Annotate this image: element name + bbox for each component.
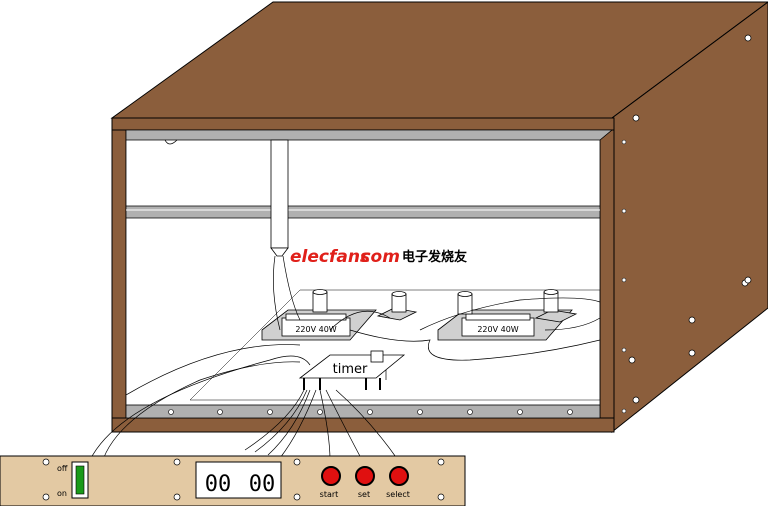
timer-display-left: 00 — [205, 472, 232, 497]
set-button-label: set — [358, 490, 370, 499]
cabinet-front-bottom-bar — [111, 417, 615, 433]
capacitor-2 — [376, 291, 418, 321]
control-panel-screws — [42, 458, 445, 501]
switch-on-label: on — [57, 489, 67, 498]
watermark-brand: elecfans — [290, 247, 370, 267]
capacitor-4 — [534, 289, 578, 323]
capacitor-3 — [457, 291, 473, 315]
timer-label: timer — [333, 362, 368, 377]
select-button-label: select — [386, 490, 410, 499]
side-panel-holes — [621, 139, 627, 414]
watermark-chinese: 电子发烧友 — [402, 249, 467, 265]
cabinet-front-right-post — [599, 117, 615, 433]
power-switch-toggle[interactable] — [75, 465, 85, 495]
cabinet-front-top-bar — [111, 117, 615, 131]
switch-off-label: off — [57, 464, 68, 473]
select-button[interactable] — [389, 466, 409, 486]
capacitor-1 — [312, 289, 328, 313]
side-panel-screws — [628, 34, 752, 404]
watermark-dotcom: ·com — [354, 247, 400, 267]
ballast-right: 220V 40W — [437, 309, 573, 341]
cabinet-floor-plate — [189, 289, 601, 401]
ballast-left: 220V 40W — [261, 309, 377, 341]
middle-rail — [125, 205, 601, 219]
timer-display-right: 00 — [249, 472, 276, 497]
ballast-left-rating: 220V 40W — [295, 325, 336, 334]
bottom-rail-holes — [168, 409, 573, 415]
watermark: elecfans ·com 电子发烧友 — [290, 247, 467, 267]
lamp-tube — [270, 139, 289, 249]
ballast-right-rating: 220V 40W — [477, 325, 518, 334]
start-button[interactable] — [321, 466, 341, 486]
cabinet-front-left-post — [111, 117, 127, 433]
top-rail — [125, 129, 614, 141]
timer-module: timer — [298, 350, 406, 390]
set-button[interactable] — [355, 466, 375, 486]
control-panel: off on 00 00 start set select — [0, 455, 466, 506]
bottom-rail — [125, 404, 601, 419]
timer-display — [195, 461, 282, 499]
start-button-label: start — [320, 490, 339, 499]
wiring — [89, 255, 601, 471]
